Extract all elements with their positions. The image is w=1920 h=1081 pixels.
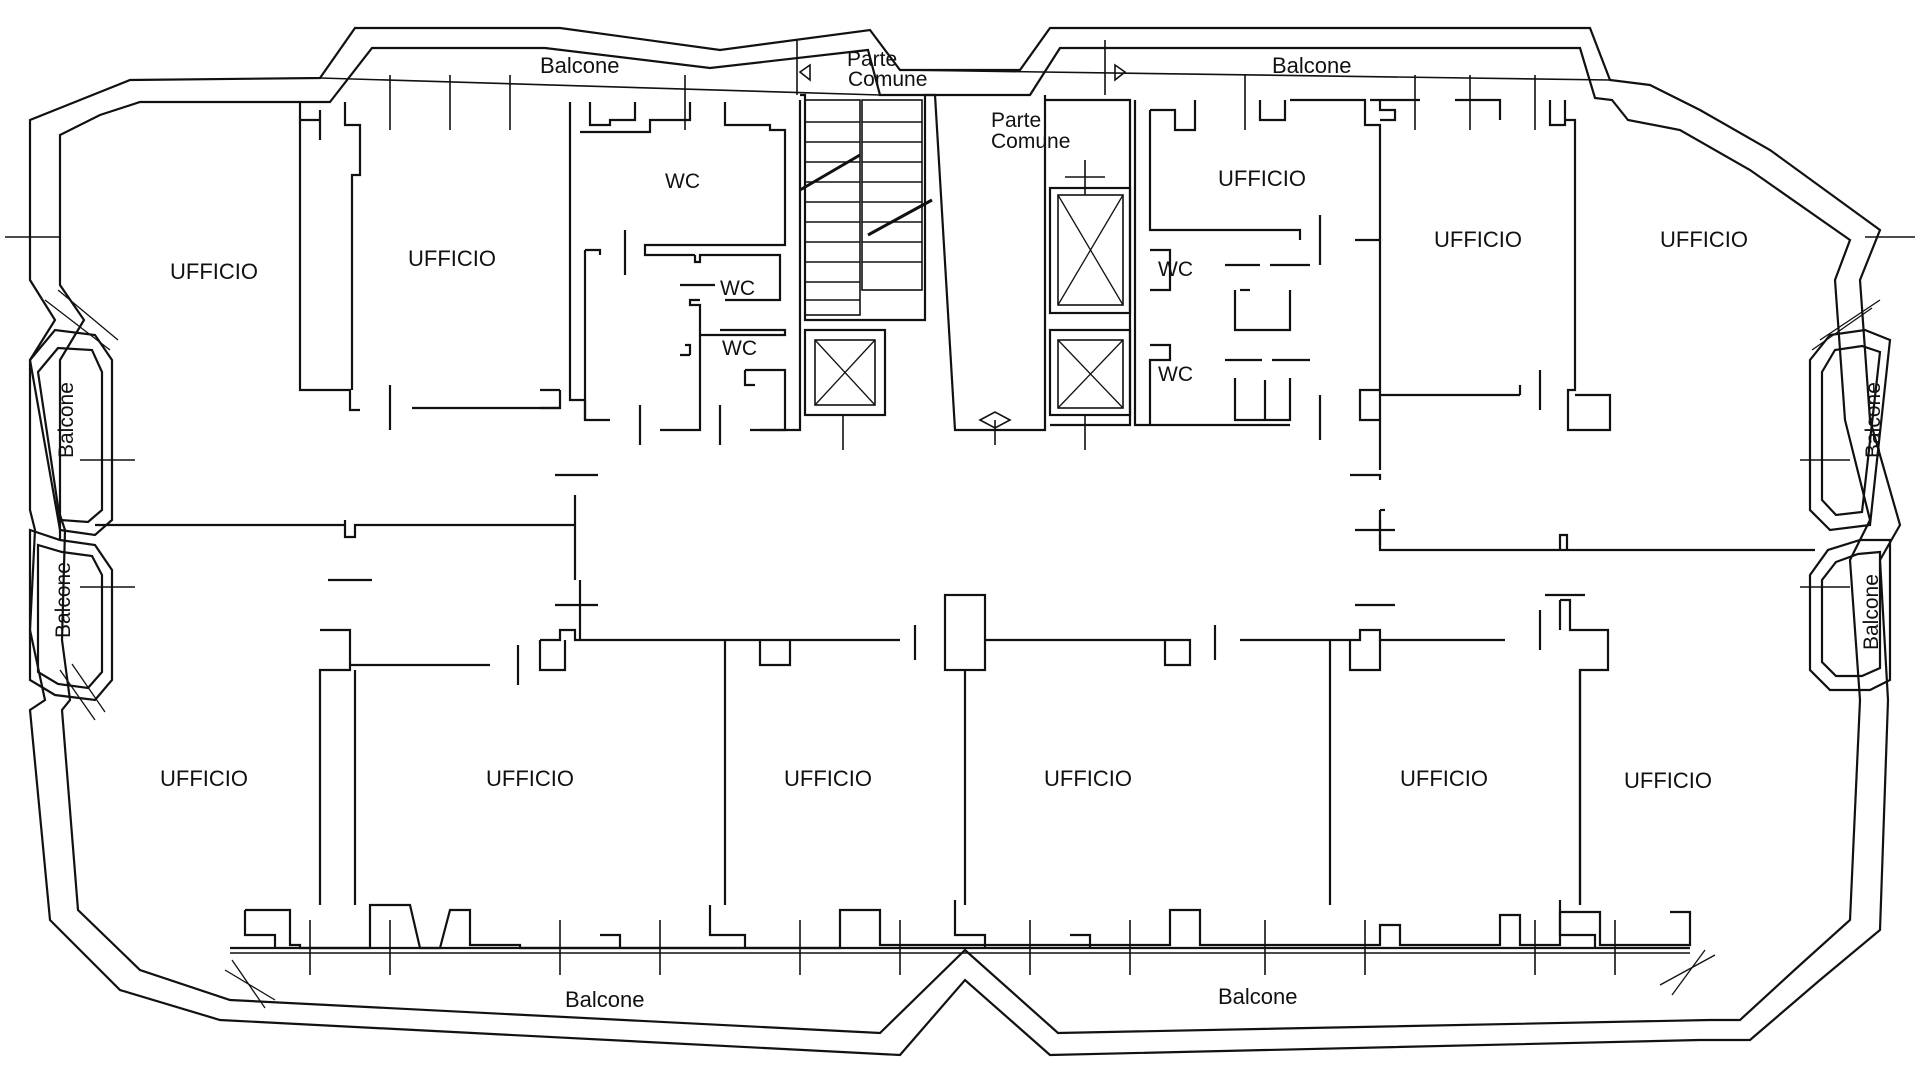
stair-treads	[799, 99, 933, 316]
label-ufficio-b-4: UFFICIO	[1044, 766, 1132, 791]
left-balconies	[28, 289, 119, 721]
label-ufficio-tr-1: UFFICIO	[1218, 166, 1306, 191]
room-labels: Balcone Balcone Parte Comune Parte Comun…	[52, 48, 1885, 1012]
label-balcone-bottom-left: Balcone	[565, 987, 645, 1012]
label-parte-comune-2-line2: Comune	[991, 130, 1070, 153]
label-ufficio-b-5: UFFICIO	[1400, 766, 1488, 791]
label-parte-comune-1-line1: Parte	[847, 48, 897, 71]
label-balcone-top-right: Balcone	[1272, 53, 1352, 78]
lower-rooms	[318, 580, 1610, 905]
label-ufficio-b-1: UFFICIO	[160, 766, 248, 791]
label-wc-right-1: WC	[1158, 258, 1193, 281]
label-ufficio-b-6: UFFICIO	[1624, 768, 1712, 793]
top-window-ticks	[5, 40, 1915, 588]
label-parte-comune-2-line1: Parte	[991, 109, 1041, 132]
top-right-rooms	[1133, 98, 1815, 607]
label-wc-main-left: WC	[665, 170, 700, 193]
label-wc-small-left-2: WC	[722, 337, 757, 360]
stair-lift-core	[799, 93, 1047, 450]
label-balcone-right-2: Balcone	[1860, 574, 1883, 650]
label-balcone-bottom-right: Balcone	[1218, 984, 1298, 1009]
right-lift-core	[978, 98, 1132, 450]
label-wc-small-left-1: WC	[720, 277, 755, 300]
label-balcone-right-1: Balcone	[1862, 382, 1885, 458]
right-balconies	[1808, 299, 1892, 692]
label-wc-right-2: WC	[1158, 363, 1193, 386]
label-balcone-left-1: Balcone	[55, 382, 78, 458]
label-ufficio-tl-1: UFFICIO	[170, 259, 258, 284]
label-ufficio-b-3: UFFICIO	[784, 766, 872, 791]
label-parte-comune-1-line2: Comune	[848, 68, 927, 91]
label-balcone-left-2: Balcone	[52, 562, 75, 638]
label-balcone-top-left: Balcone	[540, 53, 620, 78]
label-ufficio-tr-2: UFFICIO	[1434, 227, 1522, 252]
label-ufficio-tr-3: UFFICIO	[1660, 227, 1748, 252]
bottom-facade	[224, 900, 1716, 1009]
outer-walls	[28, 26, 1902, 1057]
label-ufficio-tl-2: UFFICIO	[408, 246, 496, 271]
label-ufficio-b-2: UFFICIO	[486, 766, 574, 791]
